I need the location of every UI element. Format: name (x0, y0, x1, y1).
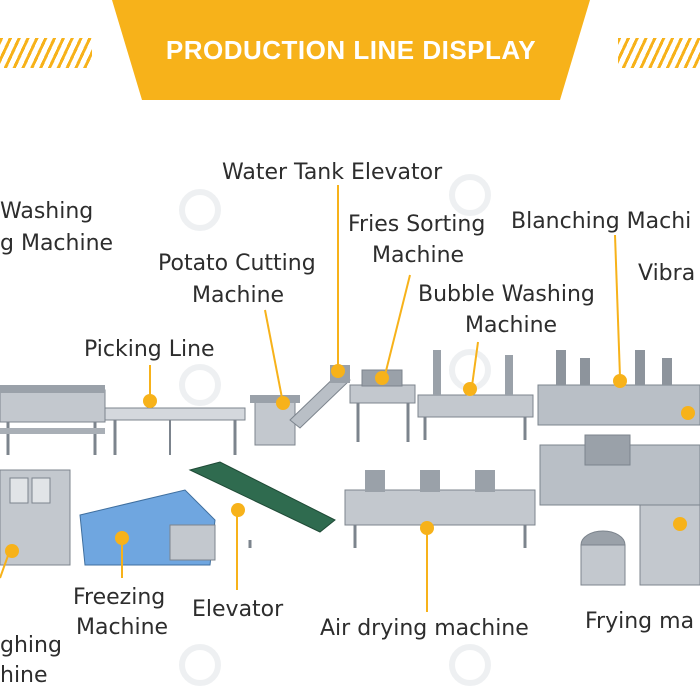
air-drying-machine (344, 470, 536, 548)
label-freezing-line1: Freezing (73, 585, 166, 610)
label-washing-line2: g Machine (0, 231, 114, 256)
washing-peeling-machine (0, 385, 106, 455)
banner-title: PRODUCTION LINE DISPLAY (165, 34, 537, 65)
freezing-machine (79, 489, 216, 566)
label-potato-cutting-line2: Machine (192, 283, 285, 308)
banner-stripe-right (618, 38, 700, 68)
label-potato-cutting-line1: Potato Cutting (158, 251, 316, 276)
bubble-washing-machine (417, 350, 534, 440)
banner-shape (112, 0, 590, 100)
label-bubble-washing-line2: Machine (465, 313, 558, 338)
label-fries-sorting-line1: Fries Sorting (348, 212, 486, 237)
label-frying-machine: Frying ma (585, 609, 695, 634)
label-weighing-line1: ghing (0, 633, 62, 658)
frying-machine (539, 434, 700, 586)
header-banner: PRODUCTION LINE DISPLAY (0, 0, 700, 100)
callout-leaders (0, 185, 621, 612)
label-vibrating: Vibra (638, 261, 696, 286)
label-washing-line1: Washing (0, 199, 94, 224)
watermark-logos (179, 174, 491, 686)
label-picking-line: Picking Line (84, 337, 215, 362)
label-freezing-line2: Machine (76, 615, 169, 640)
label-blanching-machine: Blanching Machi (511, 209, 692, 234)
label-weighing-line2: hine (0, 663, 48, 688)
label-air-drying-machine: Air drying machine (320, 616, 529, 641)
label-bubble-washing-line1: Bubble Washing (418, 282, 595, 307)
label-fries-sorting-line2: Machine (372, 243, 465, 268)
label-water-tank-elevator: Water Tank Elevator (222, 160, 443, 185)
banner-stripe-left (0, 38, 92, 68)
blanching-machine (537, 350, 700, 426)
picking-line-machine (104, 407, 246, 455)
elevator-machine (188, 461, 336, 548)
label-elevator: Elevator (192, 597, 284, 622)
callout-dots (5, 364, 695, 558)
